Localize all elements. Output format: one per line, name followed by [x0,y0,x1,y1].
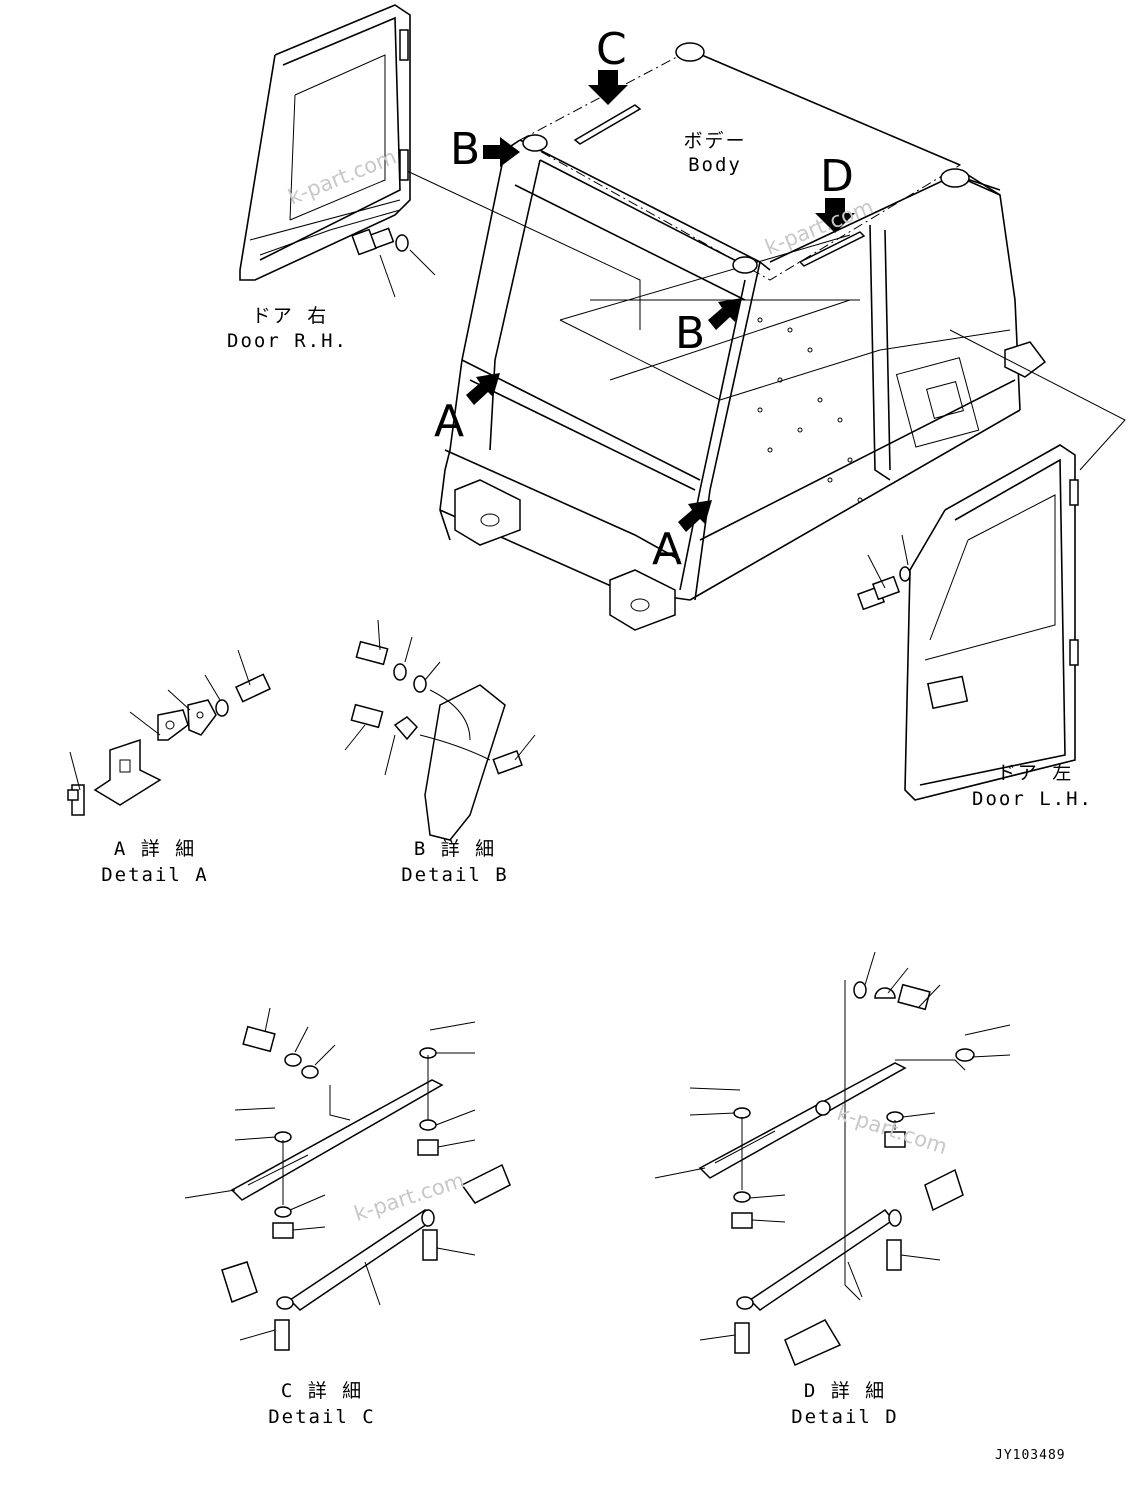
door-lh-bolt [856,534,911,611]
door-rh-leader-line [404,169,641,330]
body-label-jp: ボデー [683,130,747,152]
callout-a-lower: A [652,524,683,575]
door-lh-label-jp: ドア 左 [996,762,1074,784]
callout-a-upper: A [434,396,465,447]
detail-c-label-en: Detail C [268,1406,376,1428]
detail-d-label-jp: D 詳 細 [803,1380,887,1402]
detail-a-drawing [67,649,271,816]
arrow-a1 [466,373,500,405]
detail-a-label-en: Detail A [101,864,209,886]
detail-b-label-en: Detail B [401,864,509,886]
cab-body-drawing [439,42,1047,631]
detail-a-label-jp: A 詳 細 [113,838,197,860]
arrow-b1 [483,137,520,167]
arrow-a2 [678,500,712,532]
detail-c-label-jp: C 詳 細 [280,1380,364,1402]
callout-c: C [596,24,627,75]
callout-d: D [820,151,854,202]
arrow-d [815,198,855,233]
arrow-c [588,70,628,105]
door-rh-label-jp: ドア 右 [251,305,329,327]
door-rh-label-en: Door R.H. [227,330,348,352]
door-lh-leader-line [949,329,1126,471]
detail-d-drawing [654,951,1011,1367]
door-lh-label-en: Door L.H. [972,788,1093,810]
door-rh-drawing [239,4,411,281]
drawing-code: JY103489 [995,1448,1066,1463]
detail-b-drawing [344,619,536,841]
arrow-b2 [708,298,742,330]
detail-c-drawing [184,1007,511,1351]
detail-d-label-en: Detail D [791,1406,899,1428]
callout-b-upper: B [450,124,481,175]
door-lh-drawing [904,444,1079,801]
body-label-en: Body [688,154,742,176]
callout-b-lower: B [675,308,706,359]
detail-b-label-jp: B 詳 細 [413,838,497,860]
door-rh-bolt [351,227,436,298]
